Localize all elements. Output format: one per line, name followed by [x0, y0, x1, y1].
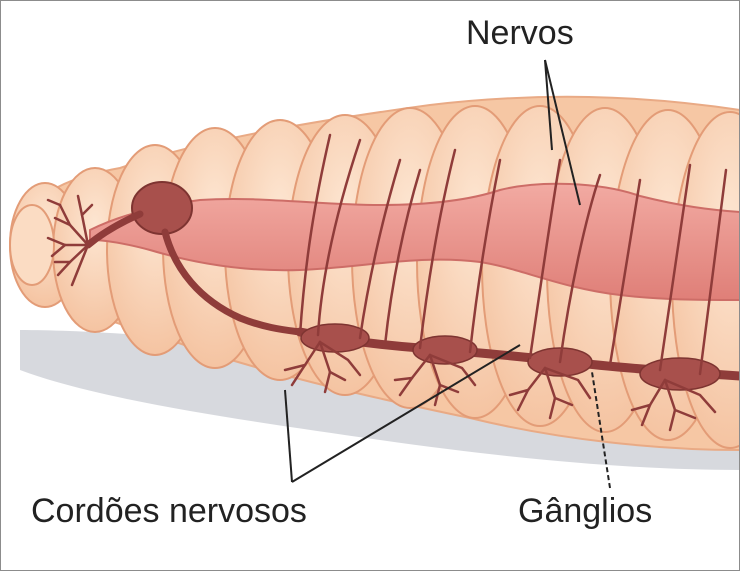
leader-cords-1 [284, 389, 293, 483]
worm-head-tip [9, 204, 55, 286]
segmental-nerves [298, 133, 728, 376]
label-nerves: Nervos [466, 14, 574, 52]
leader-nerves-1 [544, 59, 553, 151]
leader-cords-2 [291, 344, 521, 483]
digestive-tract [89, 182, 740, 301]
head-nerve-branches [46, 194, 94, 287]
label-ganglia: Gânglios [518, 492, 653, 530]
circumpharyngeal-connective [161, 228, 304, 336]
leader-ganglia [591, 371, 611, 489]
brain-connector [84, 210, 144, 249]
leader-nerves-2 [544, 59, 581, 206]
leader-lines [284, 59, 611, 489]
lower-nerve-branches [283, 340, 717, 432]
label-nerve-cords: Cordões nervosos [31, 492, 307, 530]
